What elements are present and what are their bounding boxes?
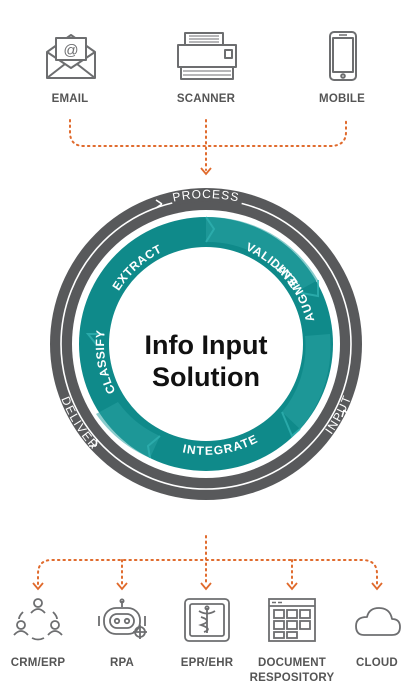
robot-icon	[98, 598, 147, 639]
input-label-mobile: MOBILE	[319, 93, 365, 105]
input-label-email: EMAIL	[51, 93, 89, 105]
output-label-crm-erp: CRM/ERP	[10, 657, 66, 669]
input-connector	[69, 119, 347, 176]
center-title-line1: Info Input	[145, 330, 268, 360]
ring-label-process: PROCESS	[171, 187, 240, 205]
center-circle	[109, 247, 303, 441]
email-icon: @	[46, 34, 96, 79]
medical-caduceus-icon	[184, 598, 230, 642]
input-label-scanner: SCANNER	[176, 93, 236, 105]
output-label-rpa: RPA	[109, 657, 135, 669]
document-grid-icon	[268, 598, 316, 642]
svg-text:@: @	[63, 42, 78, 59]
people-cycle-icon	[13, 598, 63, 641]
mobile-phone-icon	[329, 31, 357, 81]
output-label-document-repository: DOCUMENT RESPOSITORY	[249, 657, 335, 684]
scanner-icon	[177, 32, 237, 80]
process-cycle-diagram: PROCESS INPUT DELIVER EXTRACT VALIDATE A…	[50, 187, 362, 500]
output-connector	[32, 535, 383, 591]
cloud-icon	[355, 607, 401, 636]
output-label-epr-ehr: EPR/EHR	[180, 657, 234, 669]
center-title-line2: Solution	[152, 362, 260, 392]
output-label-cloud: CLOUD	[356, 657, 398, 669]
